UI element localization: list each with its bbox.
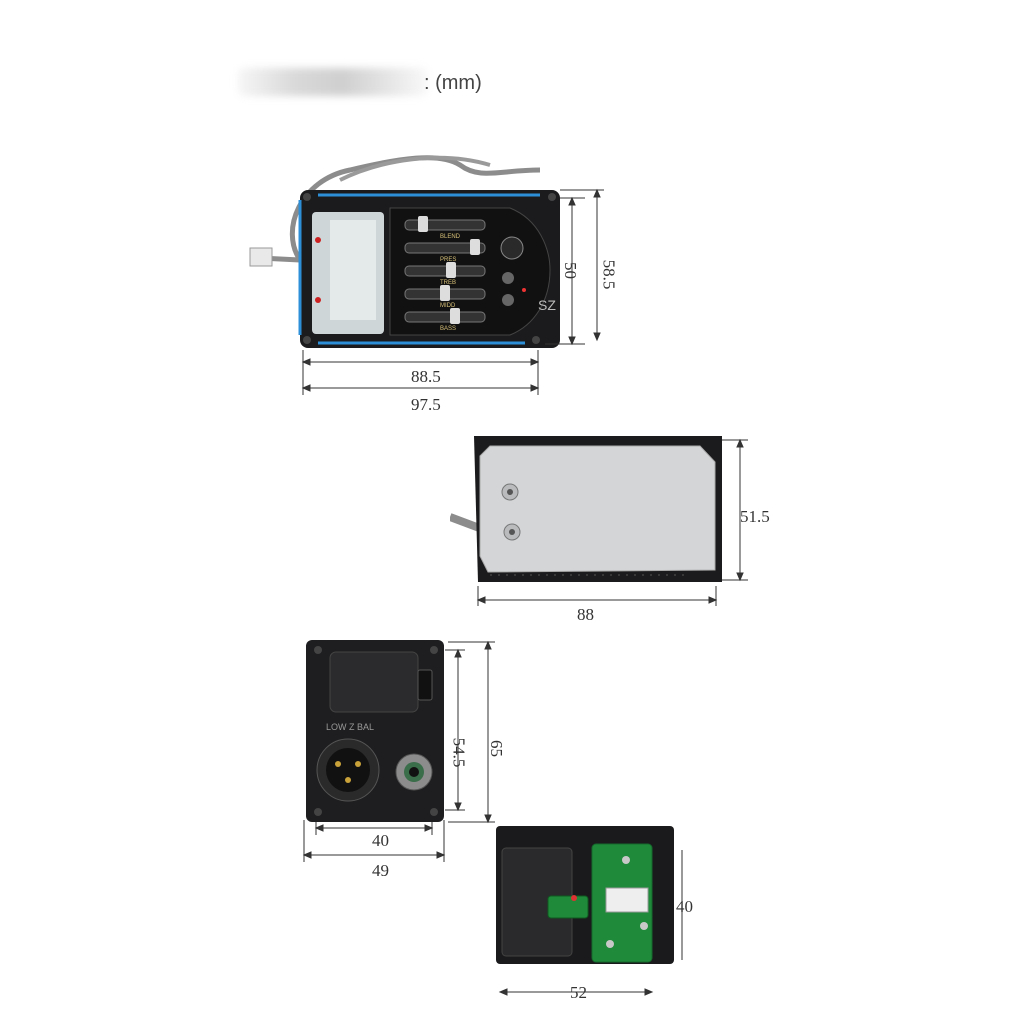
metal-plate xyxy=(479,445,716,573)
label-midd: MIDD xyxy=(440,303,456,309)
label-blend: BLEND xyxy=(440,234,461,240)
connector-plug xyxy=(249,247,273,267)
dim-label-jack-outer-width: 49 xyxy=(372,861,389,880)
dim-label-outer-width: 97.5 xyxy=(411,395,441,414)
dim-label-jack-inner-width: 40 xyxy=(372,831,389,850)
dim-label-back-width: 88 xyxy=(577,605,594,624)
preamp-front-drawing: BLEND PRES TREB MIDD BASS SZ xyxy=(249,155,560,348)
slider-pres xyxy=(404,242,486,254)
dim-label-inner-height: 50 xyxy=(561,262,580,279)
back-plate-drawing xyxy=(450,436,722,582)
label-bass: BASS xyxy=(440,326,456,332)
dim-label-pcb-height: 40 xyxy=(676,897,693,916)
back-plate-photo xyxy=(450,432,730,592)
label-treb: TREB xyxy=(440,280,456,286)
dim-label-jack-outer-height: 65 xyxy=(487,740,506,757)
unit-header: : (mm) xyxy=(238,62,508,102)
slider-bass xyxy=(404,311,486,323)
slider-treb xyxy=(404,265,486,277)
watermark: SZ xyxy=(538,297,556,313)
dim-label-pcb-width: 52 xyxy=(570,983,587,1002)
dim-label-outer-height: 58.5 xyxy=(599,259,619,290)
preamp-front-photo: BLEND PRES TREB MIDD BASS SZ xyxy=(240,140,660,420)
battery-door xyxy=(329,651,419,713)
dim-label-jack-inner-height: 54.5 xyxy=(449,737,469,768)
volume-knob xyxy=(500,236,524,260)
board-connector xyxy=(605,887,649,913)
dim-label-back-height: 51.5 xyxy=(740,507,770,526)
pcb-back-photo xyxy=(496,826,674,964)
unit-label: : (mm) xyxy=(424,72,482,94)
blurred-title-text xyxy=(238,68,428,96)
label-pres: PRES xyxy=(440,257,456,263)
phase-button xyxy=(502,294,514,306)
jack-label: LOW Z BAL xyxy=(326,722,374,732)
jack-panel-drawing: LOW Z BAL xyxy=(306,640,444,822)
jack-panel-photo: LOW Z BAL xyxy=(306,640,444,822)
tuner-button xyxy=(502,272,514,284)
dim-label-inner-width: 88.5 xyxy=(411,367,441,386)
pcb-back-drawing xyxy=(496,826,674,964)
